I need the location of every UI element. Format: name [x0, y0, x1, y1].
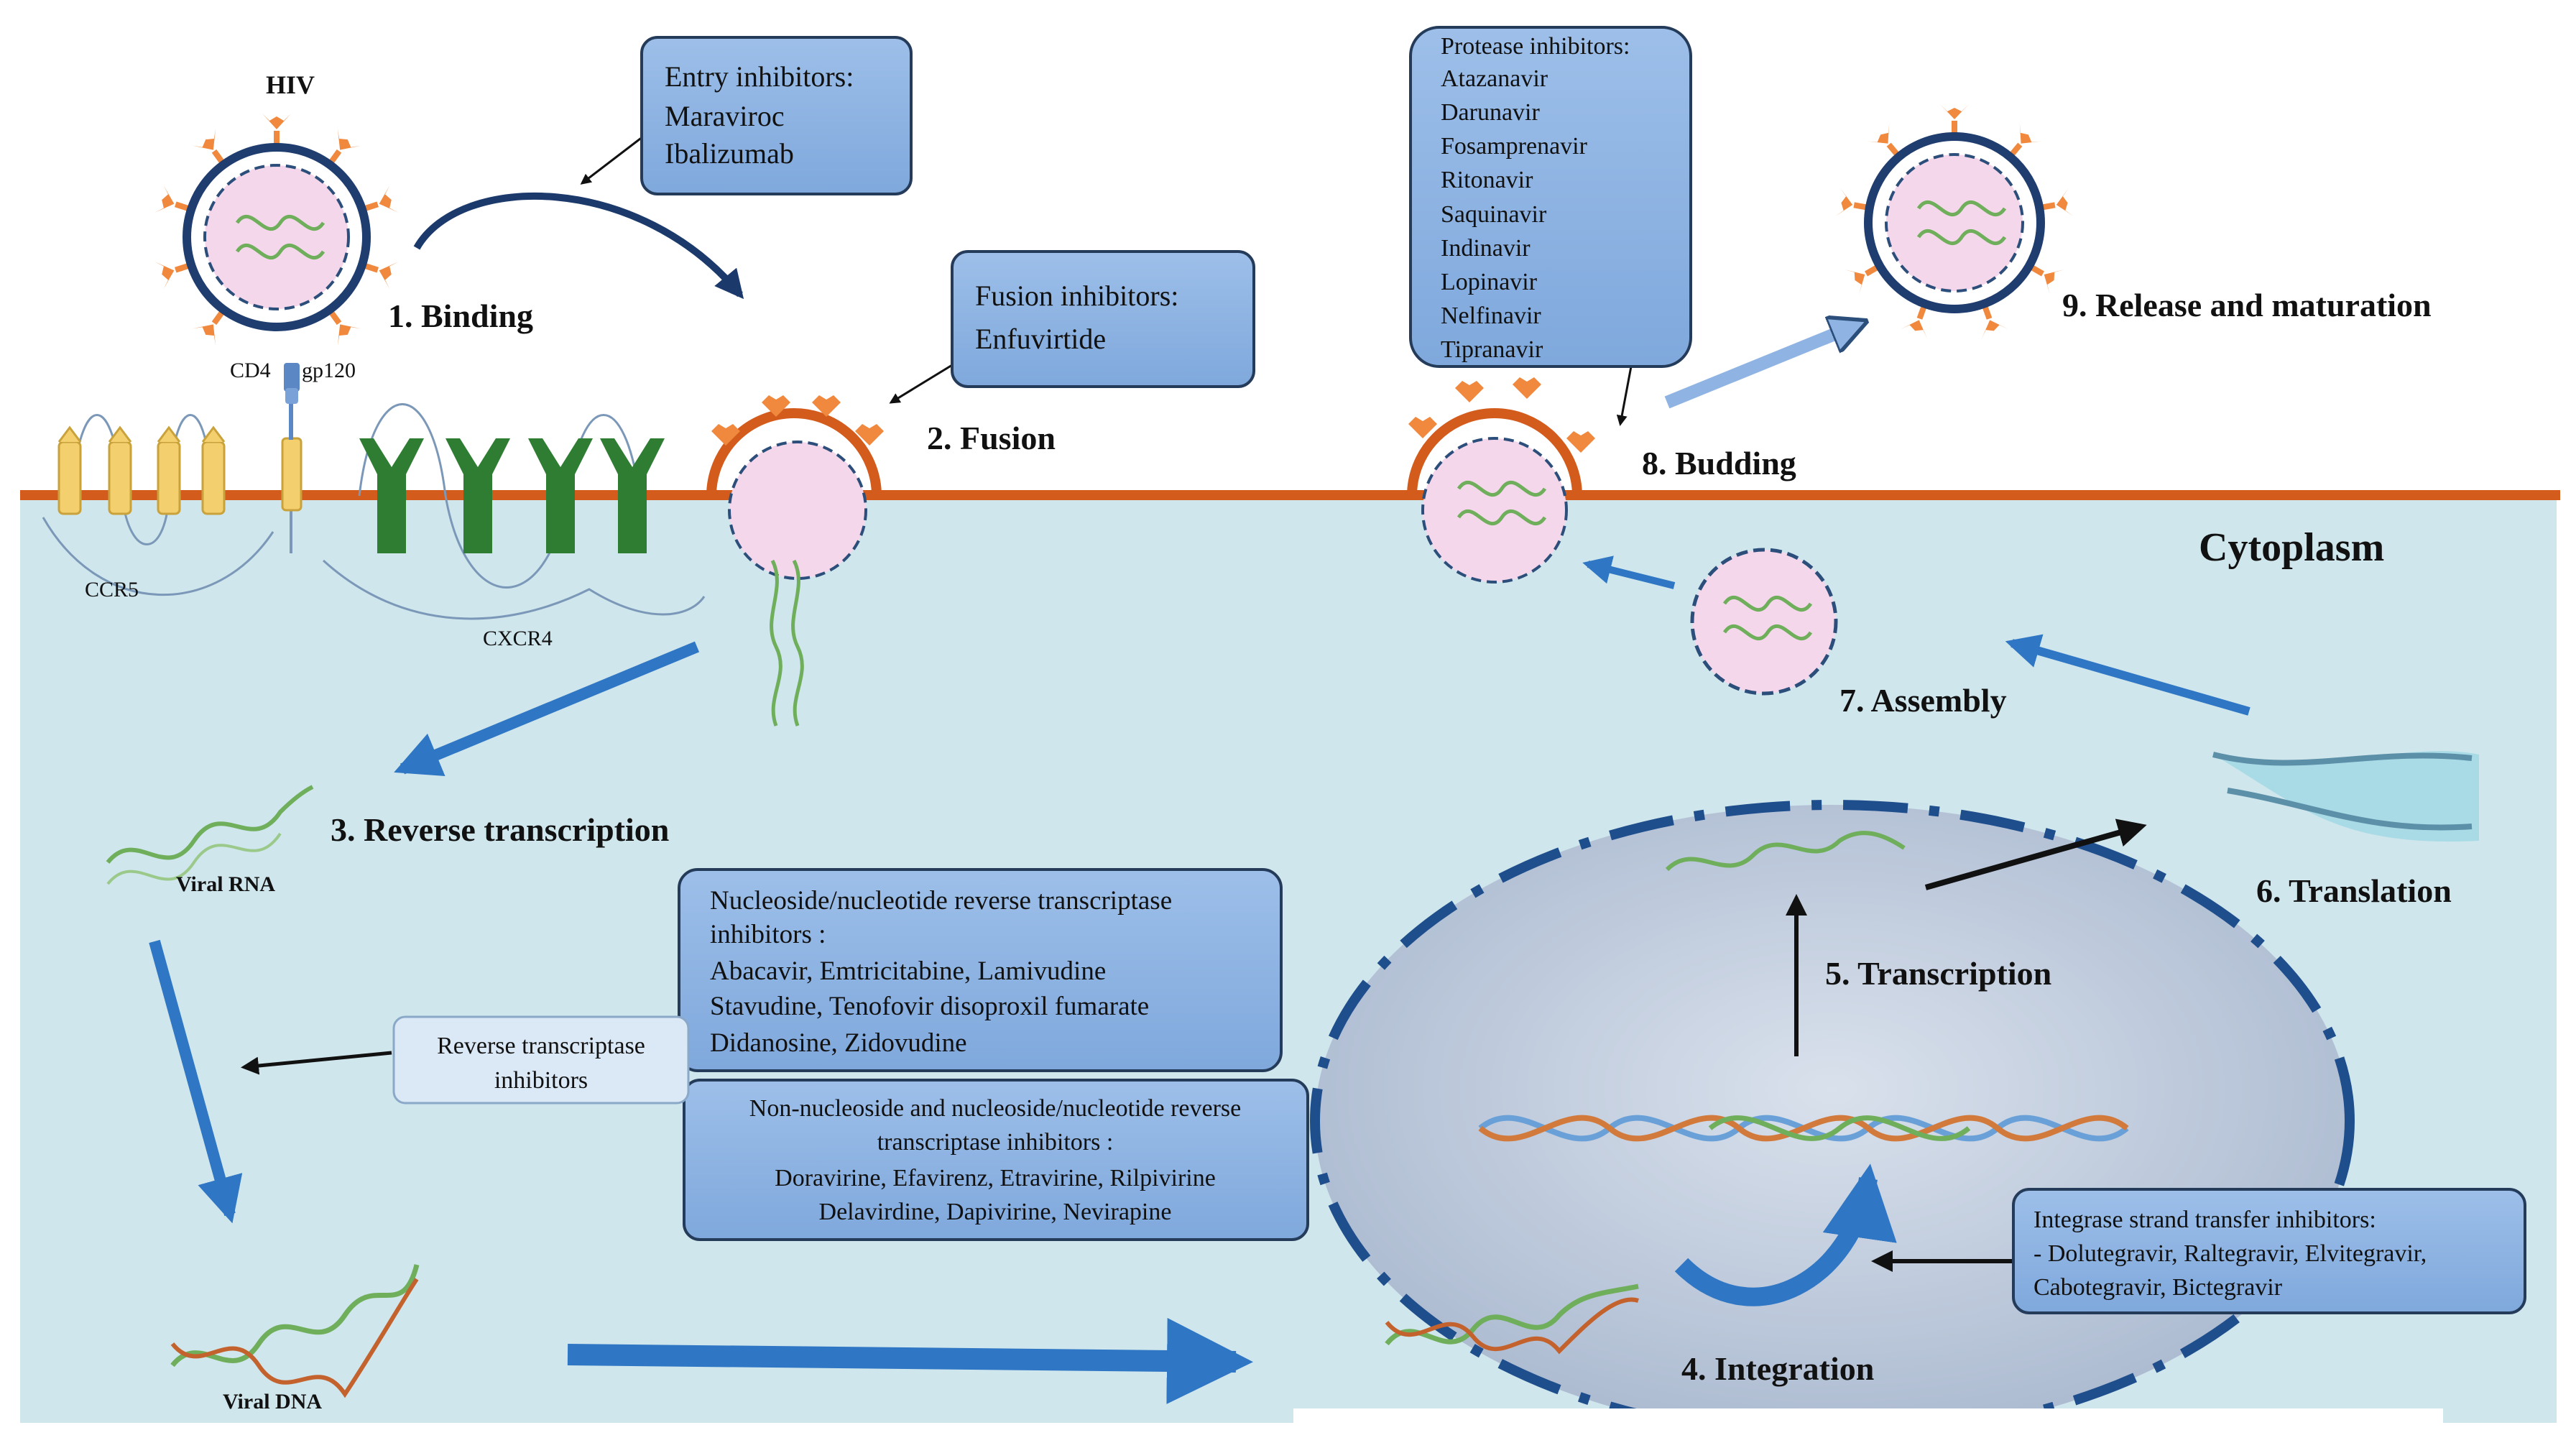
box-line: Lopinavir	[1441, 269, 1538, 295]
arrow-dna-to-nucleus	[567, 1317, 1253, 1404]
hiv-virion-budding	[1407, 377, 1595, 584]
arrow-protease-box	[1616, 366, 1633, 426]
step-transcription: 5. Transcription	[1825, 955, 2051, 992]
label-hiv: HIV	[266, 70, 315, 99]
nuclear-dna-helix	[1478, 1115, 2129, 1142]
box-line: Stavudine, Tenofovir disoproxil fumarate	[710, 992, 1149, 1021]
box-line: Saquinavir	[1441, 201, 1547, 228]
step-translation: 6. Translation	[2256, 872, 2452, 909]
box-line: Fusion inhibitors:	[975, 280, 1178, 312]
box-line: Ibalizumab	[665, 137, 794, 170]
box-line: inhibitors :	[710, 920, 826, 949]
arrow-assembly-to-budding	[1582, 555, 1676, 589]
arrow-rna-to-dna	[149, 939, 243, 1224]
fusion-inhibitors-box	[951, 250, 1255, 388]
box-line: Enfuvirtide	[975, 323, 1106, 355]
box-line: - Dolutegravir, Raltegravir, Elvitegravi…	[2033, 1240, 2427, 1267]
viral-rna-strand	[106, 785, 314, 885]
mrna-strand	[1665, 831, 1906, 872]
step-integration: 4. Integration	[1681, 1350, 1874, 1387]
box-line: Fosamprenavir	[1441, 133, 1588, 160]
arrow-translation-to-assembly	[2005, 634, 2250, 716]
nrti-text: Nucleoside/nucleotide reverse transcript…	[710, 886, 1172, 1058]
arrow-to-translation	[1924, 818, 2147, 890]
step-assembly: 7. Assembly	[1839, 682, 2007, 719]
label-ccr5: CCR5	[85, 578, 139, 601]
label-cxcr4: CXCR4	[483, 627, 553, 650]
box-line: Nucleoside/nucleotide reverse transcript…	[710, 886, 1172, 916]
box-line: Nelfinavir	[1441, 303, 1541, 329]
step-fusion: 2. Fusion	[927, 420, 1056, 456]
box-line: Reverse transcriptase	[437, 1033, 645, 1059]
ccr5-receptor	[42, 414, 274, 596]
assembly-core	[1690, 548, 1838, 696]
arrow-fusion-to-rt	[394, 641, 700, 776]
entry-inhibitors-text: Entry inhibitors: Maraviroc Ibalizumab	[665, 60, 854, 170]
entry-inhibitors-box	[640, 36, 913, 195]
arrow-budding-to-release	[1664, 323, 1861, 409]
box-line: Ritonavir	[1441, 167, 1533, 193]
box-line: transcriptase inhibitors :	[877, 1129, 1114, 1156]
box-line: Didanosine, Zidovudine	[710, 1028, 967, 1058]
rti-label-box	[392, 1015, 690, 1105]
integrase-inhibitors-box	[2012, 1188, 2526, 1314]
step-budding: 8. Budding	[1642, 445, 1796, 481]
arrow-entry-box	[580, 135, 644, 185]
binding-arrow	[413, 192, 744, 300]
viral-dna-strand	[170, 1264, 420, 1398]
box-line: Maraviroc	[665, 100, 785, 132]
rti-label-text: Reverse transcriptase inhibitors	[437, 1033, 645, 1094]
cd4-receptor	[281, 363, 303, 553]
box-line: Delavirdine, Dapivirine, Nevirapine	[819, 1199, 1172, 1225]
box-line: Doravirine, Efavirenz, Etravirine, Rilpi…	[775, 1165, 1216, 1191]
translation-strand	[2212, 751, 2479, 842]
protease-inhibitors-text: Protease inhibitors: Atazanavir Darunavi…	[1441, 33, 1630, 363]
step-release: 9. Release and maturation	[2062, 287, 2432, 323]
box-line: Indinavir	[1441, 235, 1531, 262]
label-viral-dna: Viral DNA	[223, 1390, 322, 1414]
box-line: inhibitors	[494, 1067, 588, 1094]
arrow-fusion-box	[889, 361, 956, 404]
box-line: Darunavir	[1441, 99, 1541, 126]
box-line: Abacavir, Emtricitabine, Lamivudine	[710, 956, 1106, 986]
box-line: Protease inhibitors:	[1441, 33, 1630, 60]
integration-arrow	[1674, 1163, 1897, 1306]
nrti-box	[678, 868, 1283, 1072]
box-line: Atazanavir	[1441, 65, 1548, 92]
hiv-virion-fusion	[706, 395, 884, 727]
box-line: Entry inhibitors:	[665, 60, 854, 93]
step-binding: 1. Binding	[388, 298, 533, 334]
hiv-virion-binding	[154, 114, 399, 346]
step-reverse-transcription: 3. Reverse transcription	[331, 811, 669, 848]
cell-membrane	[20, 490, 2560, 500]
protease-inhibitors-box	[1409, 26, 1692, 368]
fusion-inhibitors-text: Fusion inhibitors: Enfuvirtide	[975, 280, 1178, 355]
cxcr4-receptor	[322, 403, 706, 620]
arrow-rti-box	[241, 1051, 392, 1075]
integrase-inhibitors-text: Integrase strand transfer inhibitors: - …	[2033, 1207, 2427, 1301]
box-line: Integrase strand transfer inhibitors:	[2033, 1207, 2376, 1233]
hiv-virion-released	[1835, 104, 2074, 339]
nnrti-text: Non-nucleoside and nucleoside/nucleotide…	[749, 1095, 1241, 1225]
integrating-dna	[1385, 1283, 1639, 1355]
box-line: Tipranavir	[1441, 336, 1543, 363]
label-viral-rna: Viral RNA	[176, 872, 275, 896]
box-line: Non-nucleoside and nucleoside/nucleotide…	[749, 1095, 1241, 1122]
label-gp120: gp120	[302, 359, 356, 382]
nnrti-box	[683, 1079, 1309, 1241]
label-cytoplasm: Cytoplasm	[2199, 525, 2384, 570]
label-cd4: CD4	[230, 359, 271, 382]
box-line: Cabotegravir, Bictegravir	[2033, 1274, 2283, 1301]
